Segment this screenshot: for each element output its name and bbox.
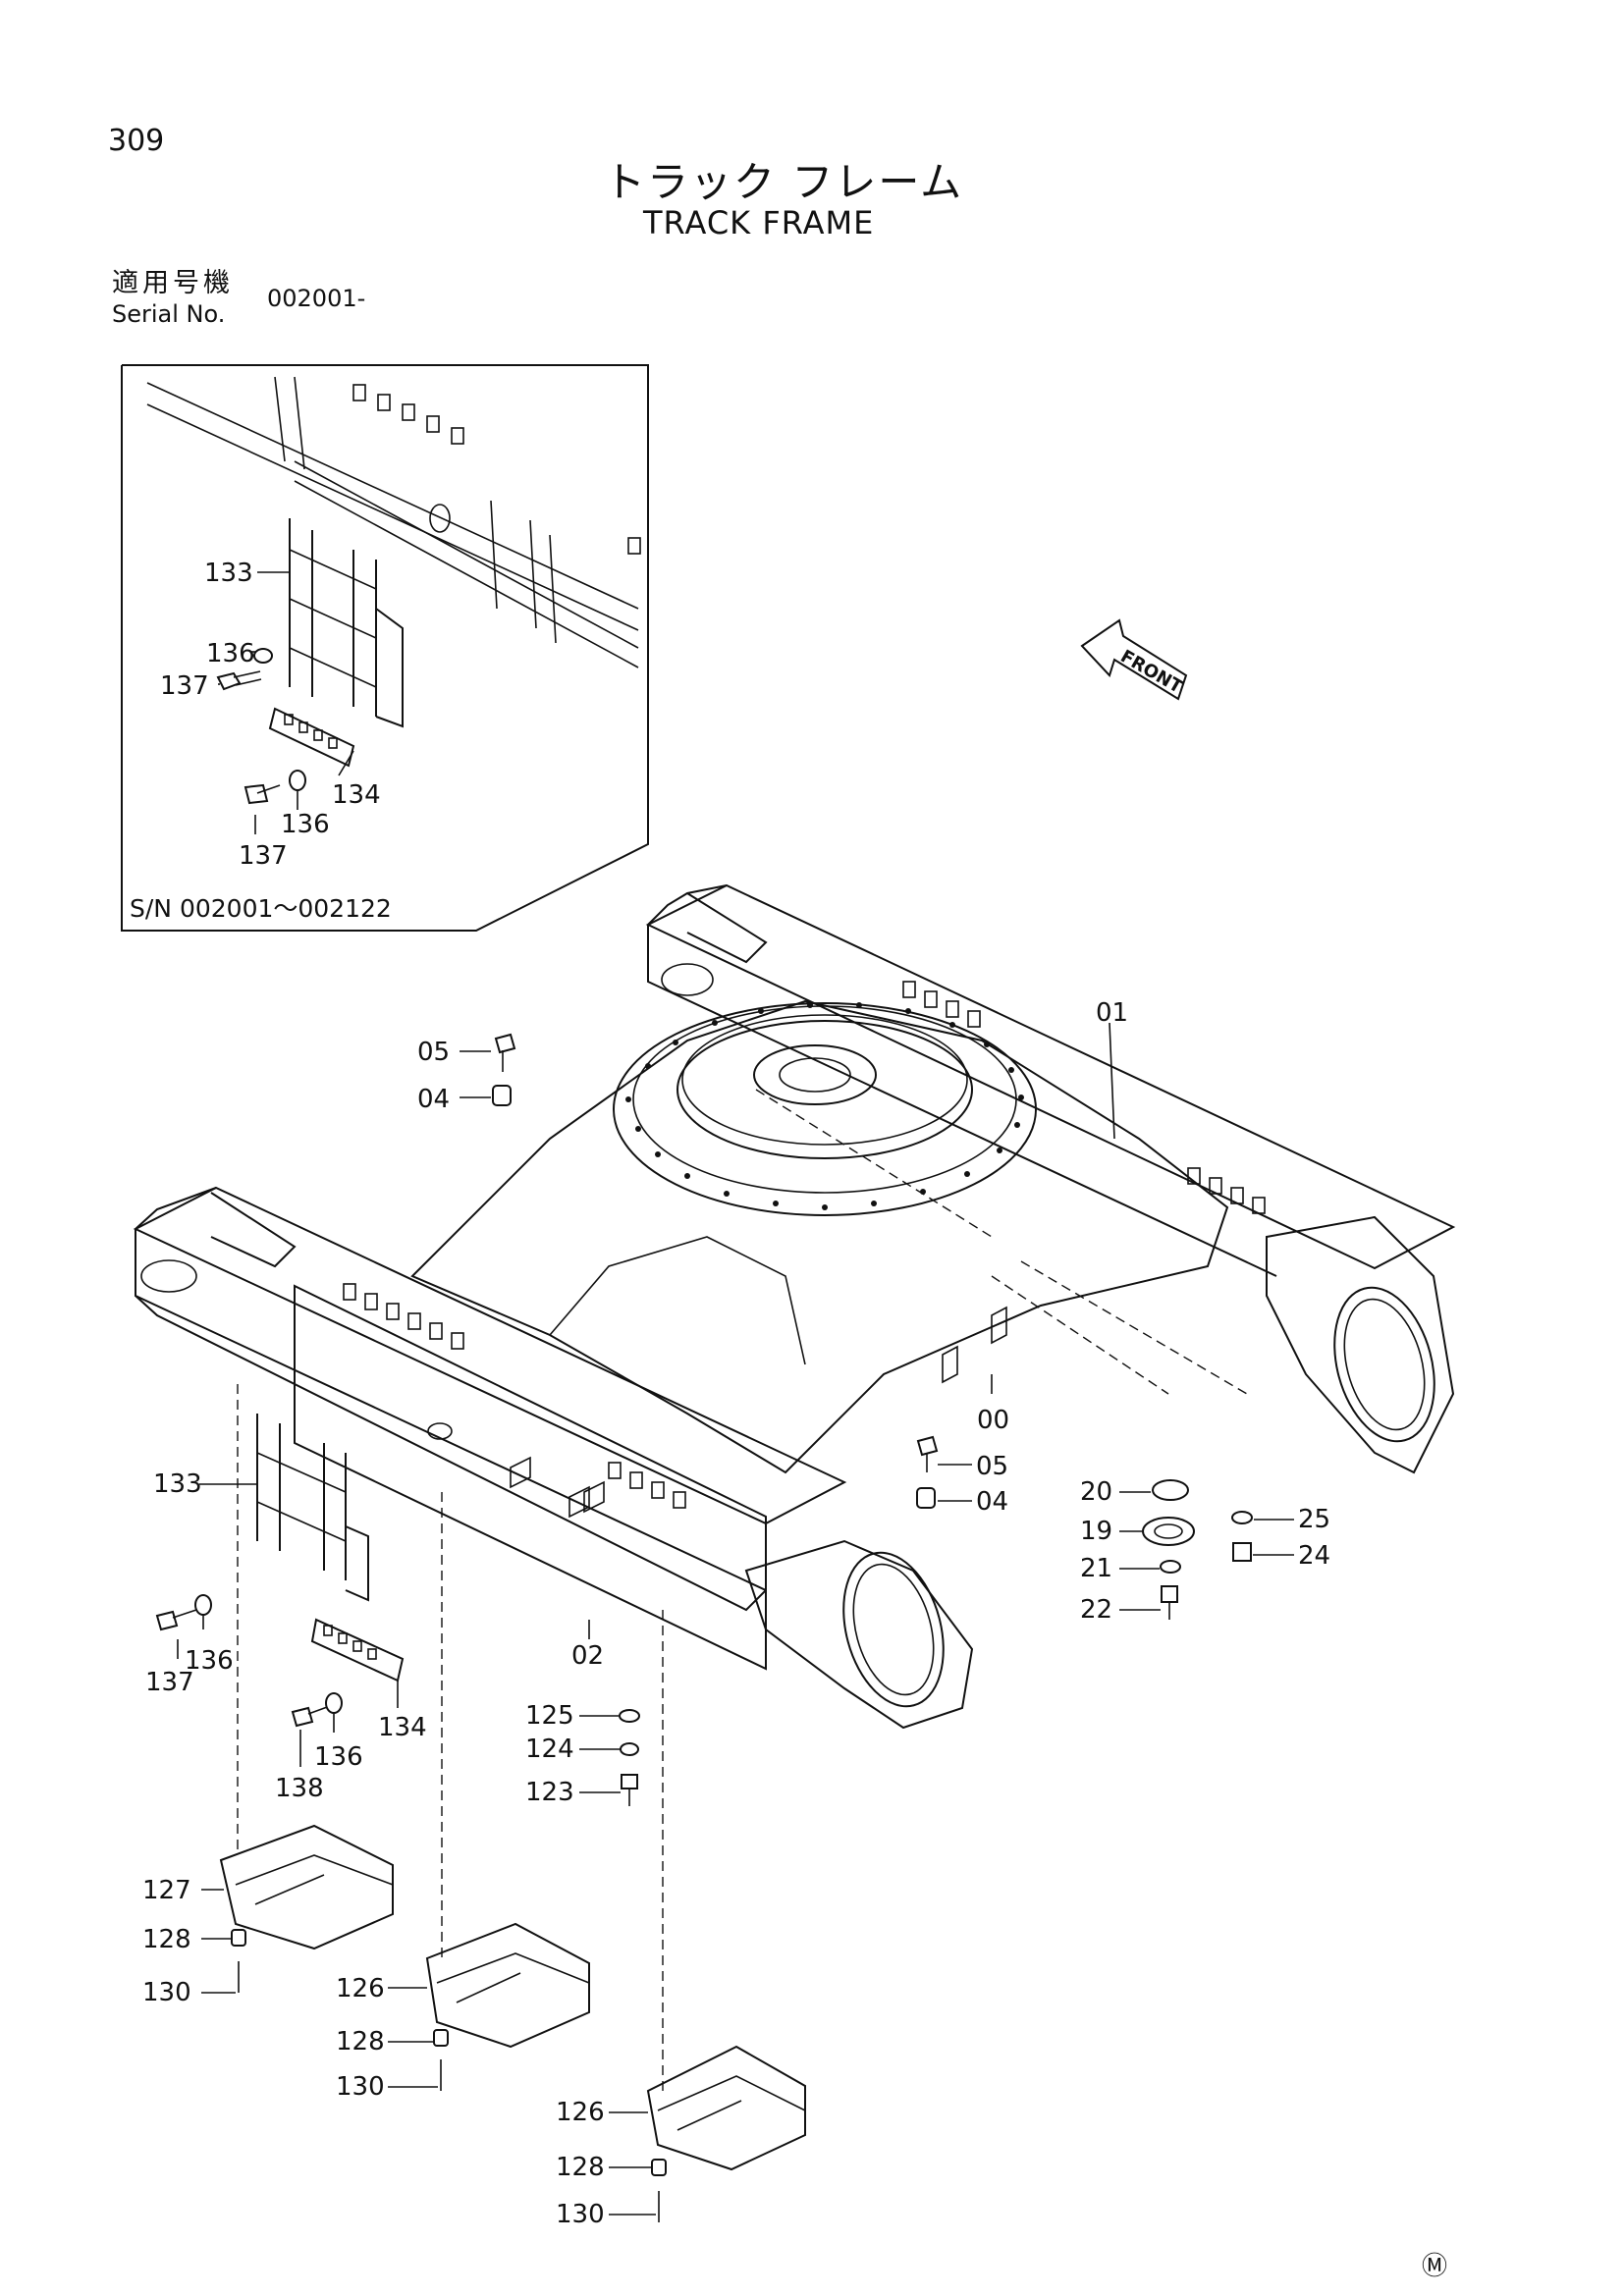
callout-25: 25 [1298, 1505, 1330, 1534]
callout-130-c: 130 [556, 2200, 605, 2229]
inset-callout-137-b: 137 [239, 841, 288, 871]
callout-128-c: 128 [556, 2153, 605, 2182]
serial-label-japanese: 適用号機 [112, 268, 234, 298]
callout-128-b: 128 [336, 2027, 385, 2056]
inset-callout-134: 134 [332, 780, 381, 810]
callout-125: 125 [525, 1701, 574, 1731]
track-guide-127 [219, 1824, 394, 1950]
callout-123: 123 [525, 1778, 574, 1807]
callout-24: 24 [1298, 1541, 1330, 1571]
callout-127: 127 [142, 1876, 191, 1905]
ladder-assembly [256, 1414, 405, 1682]
callout-137: 137 [145, 1668, 194, 1697]
callout-138: 138 [275, 1774, 324, 1803]
callout-136-a: 136 [185, 1646, 234, 1676]
callout-126-b: 126 [556, 2098, 605, 2127]
assembly-guide-lines [237, 1089, 1248, 2091]
track-frame-body [133, 883, 1456, 1730]
inset-callout-136-b: 136 [281, 810, 330, 839]
inset-callout-136-a: 136 [206, 639, 255, 668]
callout-labels: 01 05 04 00 05 04 20 19 21 22 25 24 133 … [142, 998, 1330, 2229]
callout-130-b: 130 [336, 2072, 385, 2102]
title-japanese: トラック フレーム [604, 158, 964, 206]
callout-01: 01 [1096, 998, 1128, 1028]
callout-136-b: 136 [314, 1742, 363, 1772]
serial-value: 002001- [267, 285, 366, 312]
hardware-parts [155, 1033, 1253, 2222]
callout-128-a: 128 [142, 1925, 191, 1954]
callout-00: 00 [977, 1406, 1009, 1435]
track-guide-126-b [646, 2045, 806, 2171]
callout-05-right: 05 [976, 1452, 1008, 1481]
callout-05-top: 05 [417, 1038, 450, 1067]
title-english: TRACK FRAME [643, 204, 875, 241]
callout-19: 19 [1080, 1517, 1112, 1546]
inset-callout-137-a: 137 [160, 671, 209, 701]
page-number: 309 [108, 124, 165, 158]
callout-133: 133 [153, 1469, 202, 1499]
callout-04-right: 04 [976, 1487, 1008, 1517]
callout-21: 21 [1080, 1554, 1112, 1583]
inset-callout-133: 133 [204, 559, 253, 588]
callout-04-top: 04 [417, 1085, 450, 1114]
callout-20: 20 [1080, 1477, 1112, 1507]
callout-134: 134 [378, 1713, 427, 1742]
callout-22: 22 [1080, 1595, 1112, 1625]
callout-124: 124 [525, 1735, 574, 1764]
inset-serial-range: S/N 002001～002122 [130, 894, 392, 923]
footer-mark: Ⓜ [1422, 2252, 1448, 2281]
callout-126-a: 126 [336, 1974, 385, 2003]
inset-panel: 133 136 137 134 136 137 [121, 364, 649, 932]
callout-130-a: 130 [142, 1978, 191, 2007]
serial-label-english: Serial No. [112, 300, 226, 328]
leader-lines [177, 1022, 1294, 2216]
front-arrow-icon: FRONT [1080, 618, 1188, 701]
callout-02: 02 [571, 1641, 604, 1671]
track-guide-126-a [425, 1922, 590, 2049]
